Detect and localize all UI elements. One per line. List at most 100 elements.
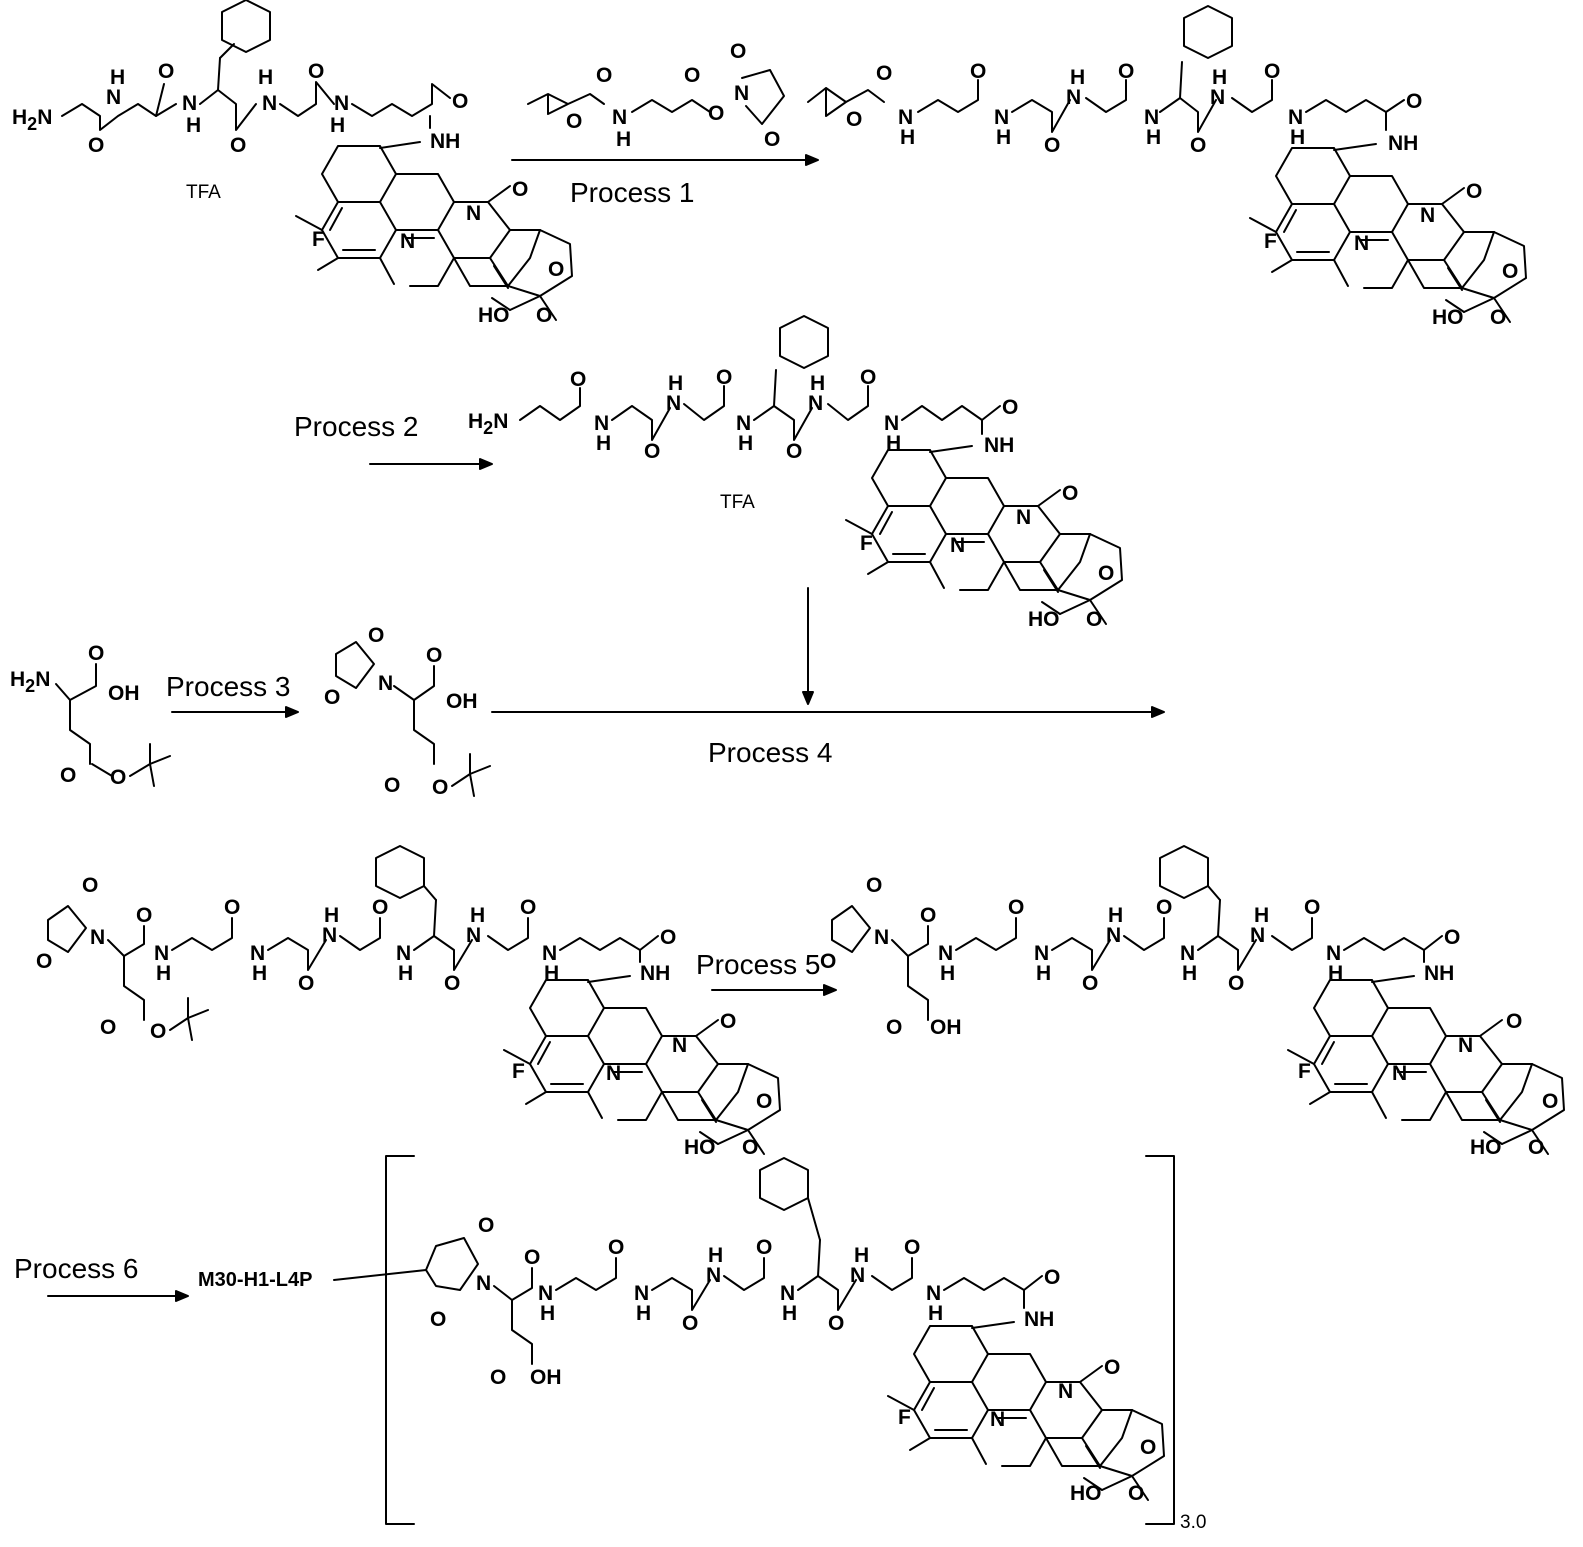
svg-text:NH: NH (640, 962, 670, 985)
svg-text:N: N (606, 1062, 621, 1085)
arrow-process-4: Process 4 (492, 707, 1164, 768)
svg-text:N: N (1458, 1034, 1473, 1057)
svg-text:H: H (1146, 126, 1161, 149)
svg-text:O: O (970, 60, 986, 83)
svg-text:O: O (1086, 608, 1102, 631)
svg-text:H2N: H2N (10, 668, 50, 696)
svg-text:N: N (808, 392, 823, 415)
svg-text:O: O (298, 972, 314, 995)
svg-text:NH: NH (1024, 1308, 1054, 1331)
svg-text:N: N (1016, 506, 1031, 529)
svg-text:N: N (990, 1408, 1005, 1431)
svg-text:O: O (1264, 60, 1280, 83)
svg-text:O: O (904, 1236, 920, 1259)
svg-text:O: O (730, 40, 746, 63)
arrow-process-5: Process 5 (696, 949, 836, 995)
svg-text:O: O (860, 366, 876, 389)
svg-text:N: N (1066, 86, 1081, 109)
svg-text:O: O (88, 642, 104, 665)
svg-text:F: F (512, 1060, 525, 1083)
svg-text:N: N (672, 1034, 687, 1057)
svg-text:HO: HO (478, 304, 510, 327)
svg-text:O: O (1406, 90, 1422, 113)
svg-text:F: F (1264, 230, 1277, 253)
svg-text:N: N (378, 672, 393, 695)
svg-text:O: O (230, 134, 246, 157)
svg-text:H: H (928, 1302, 943, 1325)
svg-text:O: O (372, 896, 388, 919)
svg-text:H: H (156, 962, 171, 985)
svg-text:O: O (742, 1136, 758, 1159)
svg-text:H: H (252, 962, 267, 985)
benzene-ring (780, 316, 828, 368)
benzene-ring (1184, 6, 1232, 58)
svg-text:H: H (398, 962, 413, 985)
structure-tbu-linker-drug: O O N O N H O N H O H N O N H O H N O N … (36, 846, 780, 1159)
svg-text:H: H (330, 114, 345, 137)
svg-text:O: O (88, 134, 104, 157)
svg-text:N: N (1392, 1062, 1407, 1085)
svg-text:O: O (570, 368, 586, 391)
svg-text:H: H (258, 66, 273, 89)
process-4-label: Process 4 (708, 737, 833, 768)
svg-text:O: O (1140, 1436, 1156, 1459)
svg-text:O: O (1098, 562, 1114, 585)
svg-text:O: O (430, 1308, 446, 1331)
svg-text:O: O (608, 1236, 624, 1259)
svg-text:O: O (1190, 134, 1206, 157)
reagent-boc-beta-ala-osu: O O N H O O N O O (528, 40, 784, 151)
svg-text:N: N (476, 1272, 491, 1295)
svg-text:N: N (400, 230, 415, 253)
svg-text:O: O (110, 766, 126, 789)
right-bracket (1146, 1156, 1174, 1524)
svg-text:O: O (1542, 1090, 1558, 1113)
svg-text:NH: NH (1424, 962, 1454, 985)
svg-text:H: H (1182, 962, 1197, 985)
svg-text:O: O (756, 1090, 772, 1113)
svg-text:HO: HO (1470, 1136, 1502, 1159)
svg-text:H: H (540, 1302, 555, 1325)
svg-text:HO: HO (684, 1136, 716, 1159)
svg-text:N: N (1058, 1380, 1073, 1403)
process-3-label: Process 3 (166, 671, 291, 702)
svg-text:N: N (1250, 924, 1265, 947)
svg-text:N: N (182, 92, 197, 115)
svg-text:O: O (136, 904, 152, 927)
svg-text:NH: NH (430, 130, 460, 153)
svg-text:O: O (720, 1010, 736, 1033)
svg-text:O: O (158, 60, 174, 83)
svg-text:O: O (756, 1236, 772, 1259)
structure-boc-protected: O O N H O N H O H N O N H O H N O N H O … (808, 6, 1526, 329)
svg-text:O: O (1506, 1010, 1522, 1033)
svg-text:O: O (524, 1246, 540, 1269)
svg-text:H: H (596, 432, 611, 455)
svg-text:O: O (1304, 896, 1320, 919)
arrow-down (803, 588, 813, 704)
svg-text:H: H (1290, 126, 1305, 149)
svg-text:O: O (682, 1312, 698, 1335)
svg-text:TFA: TFA (720, 492, 755, 513)
svg-text:O: O (876, 62, 892, 85)
svg-text:O: O (478, 1214, 494, 1237)
svg-text:O: O (1044, 134, 1060, 157)
svg-text:O: O (644, 440, 660, 463)
structure-acid-linker-drug: O O N O N H O N H O H N O N H O H N O N … (820, 846, 1564, 1159)
svg-text:O: O (452, 90, 468, 113)
svg-text:N: N (666, 392, 681, 415)
svg-text:HO: HO (1070, 1482, 1102, 1505)
structure-starting-peptide: H2N H N O O N H O N H O N H O NH TFA F N… (12, 0, 572, 327)
process-5-label: Process 5 (696, 949, 821, 980)
svg-text:O: O (1008, 896, 1024, 919)
svg-text:NH: NH (984, 434, 1014, 457)
svg-text:O: O (828, 1312, 844, 1335)
drug-antibody-ratio: 3.0 (1180, 1512, 1206, 1533)
svg-text:H: H (940, 962, 955, 985)
svg-text:O: O (384, 774, 400, 797)
svg-text:O: O (536, 304, 552, 327)
svg-text:H: H (186, 114, 201, 137)
antibody-label: M30-H1-L4P (198, 1269, 312, 1291)
svg-text:O: O (1082, 972, 1098, 995)
arrow-process-2: Process 2 (294, 411, 492, 469)
svg-text:O: O (684, 64, 700, 87)
